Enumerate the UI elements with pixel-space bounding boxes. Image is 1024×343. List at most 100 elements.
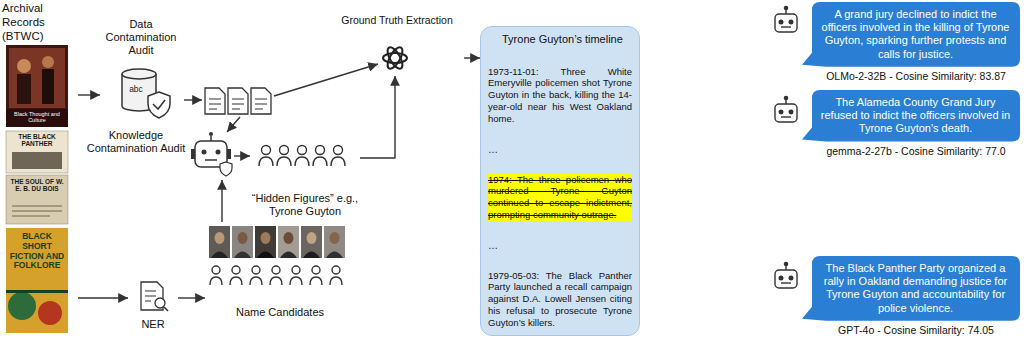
node-text: … [488, 144, 632, 155]
document-icon-part [205, 88, 225, 114]
book-cover-part [17, 74, 31, 104]
book-cover-part [6, 228, 68, 333]
database-icon-part [148, 92, 170, 118]
portrait-photo-part [326, 252, 343, 259]
person-icon-part [330, 277, 342, 285]
bubble-shape [802, 256, 1020, 321]
person-icon-part [212, 266, 220, 274]
entity-group: Name Candidates [205, 222, 355, 318]
ner-icon-part [155, 298, 165, 308]
book-cover-part [6, 290, 68, 293]
robot-icon-part [779, 110, 783, 114]
robot-icon-part [205, 159, 217, 161]
portrait-photo-part [257, 252, 274, 259]
node-label: Tyrone Guyton’s timeline [488, 33, 632, 47]
cover-title: THE SOUL OF W. E. B. DU BOIS [8, 178, 66, 192]
book-cover-part [6, 45, 68, 127]
robot-icon-part [781, 26, 791, 27]
person-icon-part [295, 157, 309, 166]
flow-arrow [227, 117, 240, 132]
openai-icon-part [385, 45, 406, 71]
process-icon: Ground Truth Extraction [330, 14, 464, 76]
process-icon: NER [128, 280, 178, 330]
openai-icon [383, 45, 407, 71]
cover-title: BLACK SHORT FICTION AND FOLKLORE [8, 232, 66, 271]
robot-icon-part [220, 162, 232, 176]
robot-icon-part [784, 262, 787, 265]
book-cover-part [17, 59, 31, 73]
person-icon [259, 146, 345, 167]
portrait-photo-part [211, 252, 228, 259]
ner-icon-part [145, 291, 156, 301]
node-label: “Hidden Figures” e.g., Tyrone Guyton [250, 192, 360, 218]
node-label: NER [141, 318, 164, 330]
portrait-photo-part [284, 232, 294, 244]
portrait-photo-part [215, 232, 225, 244]
document-icon-part [251, 88, 271, 114]
document-icon-part [228, 88, 248, 114]
database-icon-part [122, 69, 156, 79]
portrait-photo [209, 226, 345, 258]
portrait-photo-part [280, 252, 297, 259]
document-icon-part [209, 99, 267, 109]
portrait-photo-part [307, 232, 317, 244]
node-text: 1974: The three policemen who murdered T… [488, 174, 632, 222]
flow-arrow [184, 99, 202, 100]
bubble-shape [802, 90, 1020, 142]
book-cover-part [9, 48, 65, 108]
entity-group: “Hidden Figures” e.g., Tyrone Guyton [250, 140, 360, 218]
flow-arrow [78, 94, 100, 95]
model-score: gemma-2-27b - Cosine Similarity: 77.0 [812, 145, 1020, 157]
book-cover-part [6, 109, 68, 127]
portrait-photo-part [234, 252, 251, 259]
portrait-photo-part [238, 232, 248, 244]
book-cover-part [12, 211, 62, 212]
person-icon-part [262, 146, 271, 155]
portrait-photo-part [209, 226, 230, 258]
openai-icon-part [385, 45, 406, 71]
robot-icon-part [775, 270, 797, 288]
robot-icon-part [781, 282, 791, 283]
book-cover-part [6, 175, 68, 224]
icon-text: abc [124, 84, 148, 94]
openai-icon-part [383, 53, 407, 63]
flow-arrow [178, 297, 205, 298]
portrait-photo-part [301, 226, 322, 258]
person-icon-part [210, 277, 222, 285]
portrait-photo-part [330, 232, 340, 244]
book-cover-part [12, 216, 50, 217]
model-score: GPT-4o - Cosine Similarity: 74.05 [812, 324, 1020, 336]
flow-arrow [274, 64, 378, 96]
person-icon-part [313, 157, 327, 166]
robot-icon [775, 262, 797, 288]
portrait-photo-part [303, 252, 320, 259]
person-icon-part [272, 266, 280, 274]
robot-icon-part [209, 132, 213, 136]
book-cover [6, 228, 68, 333]
node-label: Knowledge Contamination Audit [86, 129, 186, 154]
node-label: Data Contamination Audit [100, 18, 182, 58]
cover-title: THE BLACK PANTHER [8, 133, 66, 147]
book-cover-part [12, 206, 62, 207]
person-icon-part [298, 146, 307, 155]
person-icon-part [332, 266, 340, 274]
source-group: Archival Records (BTWC) [2, 2, 78, 338]
book-cover-part [42, 69, 54, 104]
robot-icon-part [789, 276, 793, 280]
book-cover-part [42, 56, 54, 68]
node-text: 1973-11-01: Three White Emeryville polic… [488, 66, 632, 125]
ner-icon [141, 282, 168, 311]
database-icon [122, 69, 170, 118]
speech-bubble: The Alameda County Grand Jury refused to… [802, 90, 1020, 142]
book-cover [6, 45, 68, 127]
person-icon-part [270, 277, 282, 285]
speech-bubble: The Black Panther Party organized a rall… [802, 256, 1020, 321]
ner-icon-part [164, 307, 168, 311]
bubble-text: The Black Panther Party organized a rall… [820, 262, 1011, 315]
robot-icon-part [784, 96, 787, 99]
flow-arrow [221, 180, 222, 222]
book-cover-part [6, 131, 68, 173]
person-icon [210, 266, 342, 285]
person-icon-part [310, 277, 322, 285]
